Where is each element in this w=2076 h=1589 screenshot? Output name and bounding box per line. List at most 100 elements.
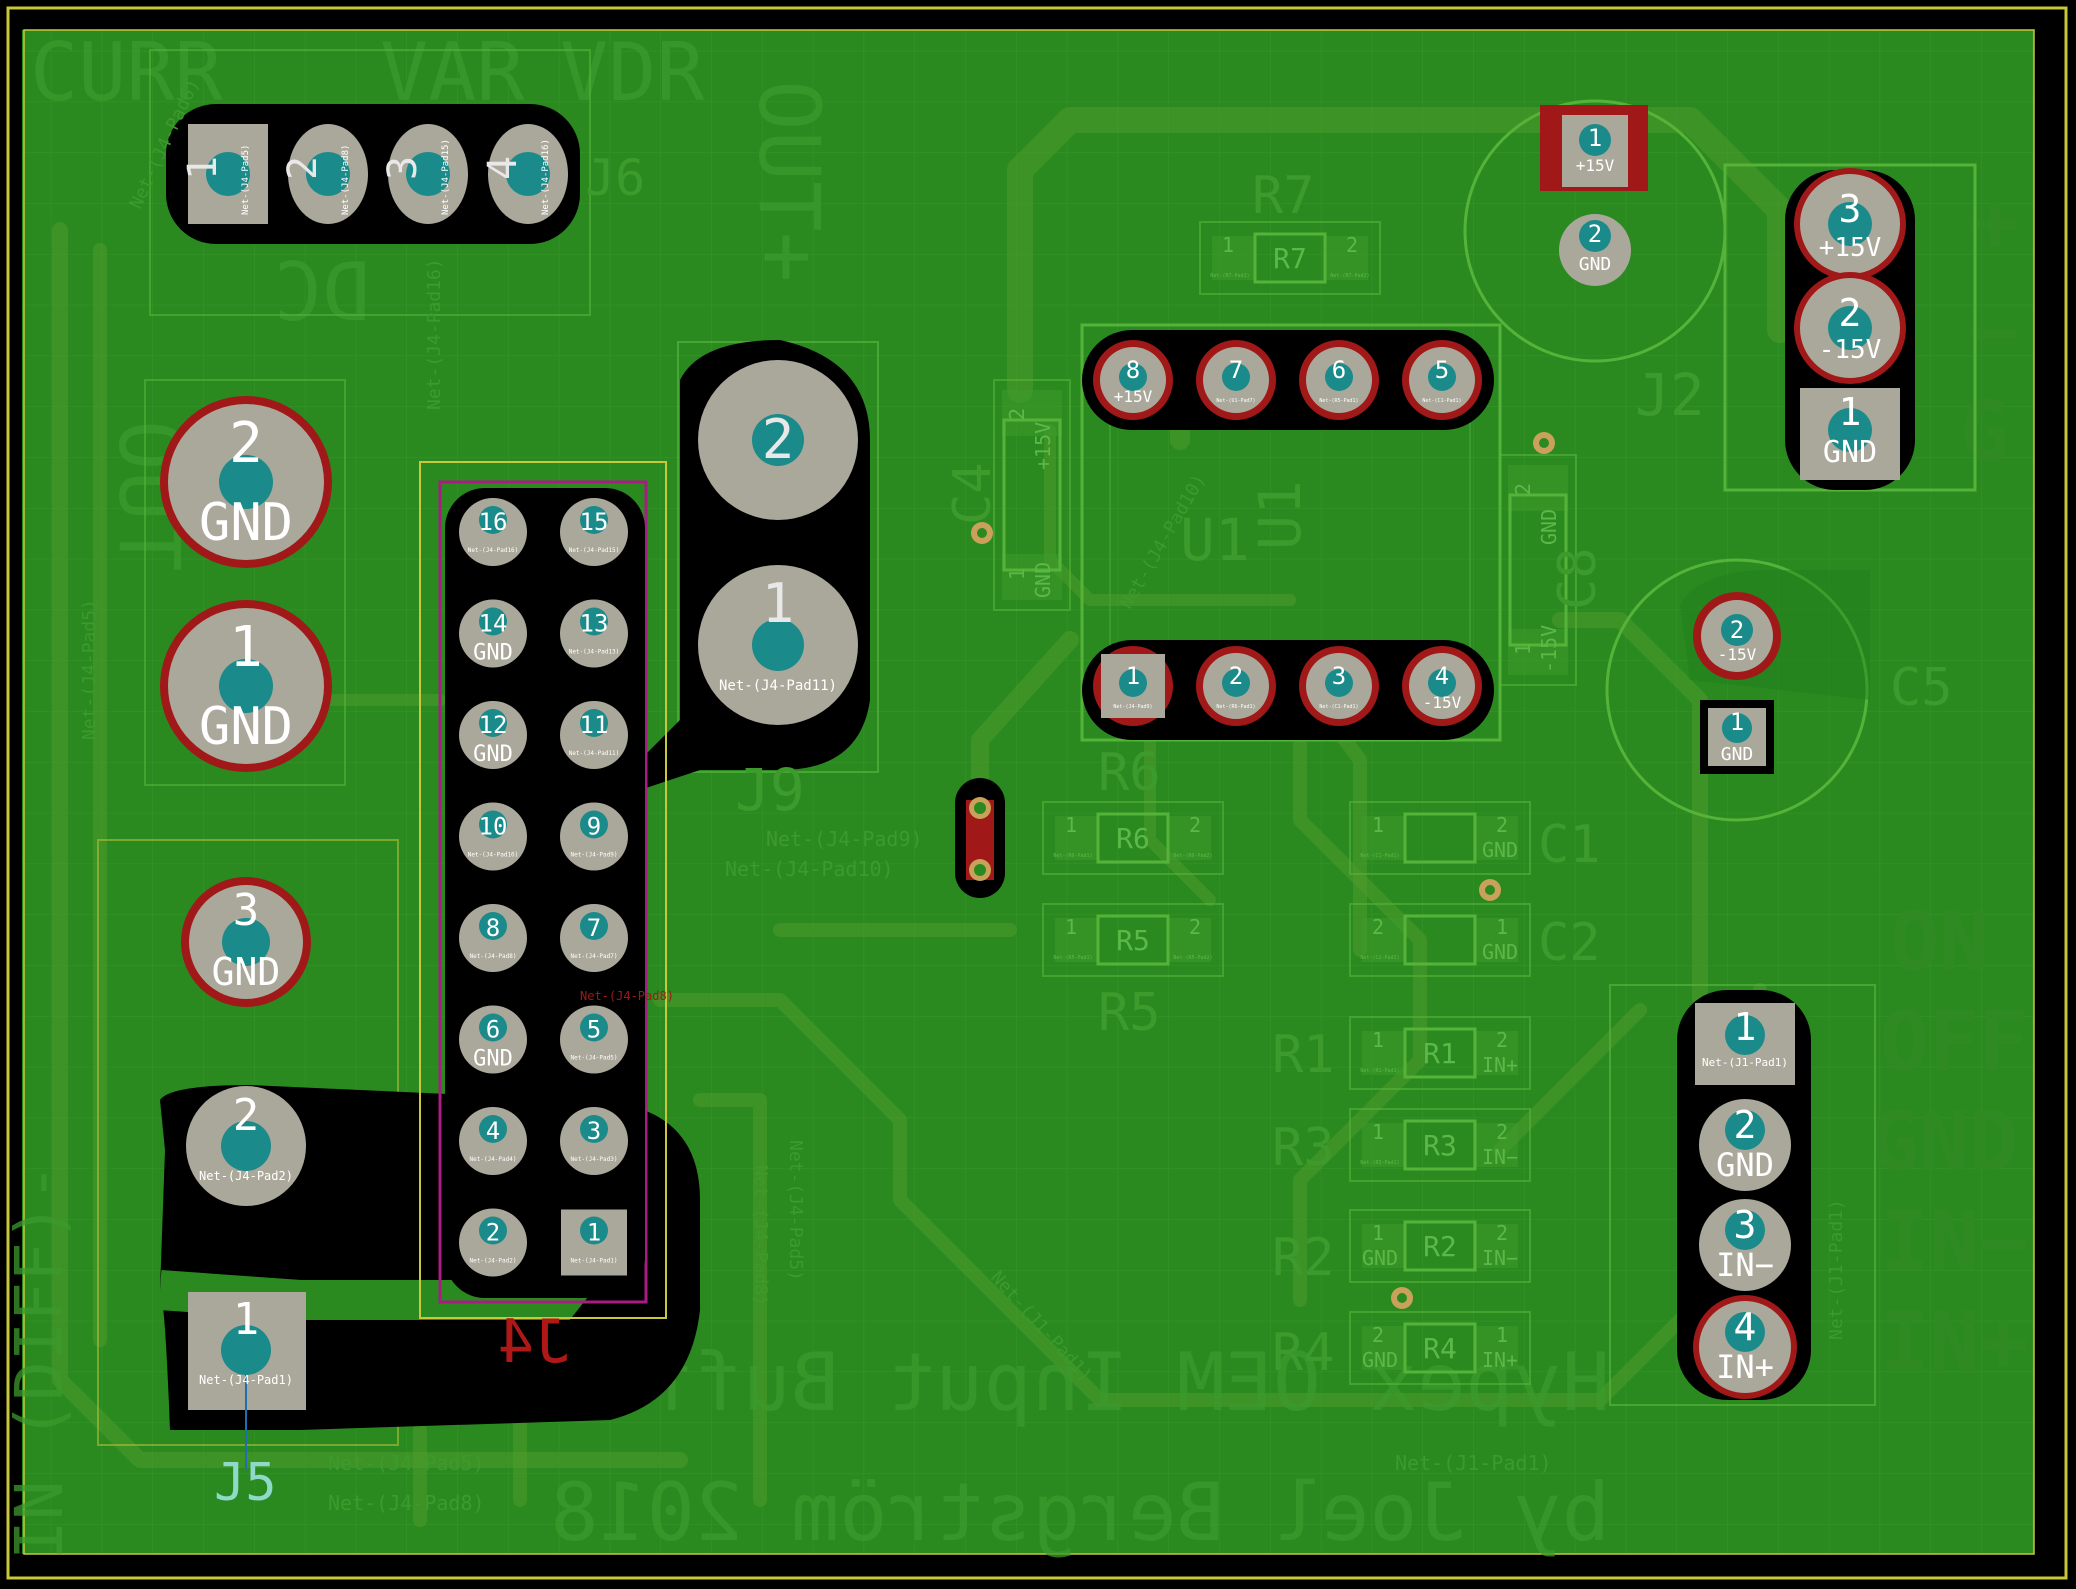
smd-pad2: 2 [1496, 1120, 1508, 1144]
j1-pad1-num: 1 [1734, 1005, 1757, 1049]
j5-connector[interactable]: 3 GND 2 Net-(J4-Pad2) 1 Net-(J4-Pad1) J5… [97, 839, 700, 1515]
c8-ref: C8 [1548, 547, 1608, 610]
net-j4-pad8-diag: Net-(J4-Pad8) [580, 989, 674, 1003]
j2-pad1-num: 1 [1839, 390, 1862, 434]
smd-pad2: 1 [1496, 915, 1508, 939]
left-terminal-block[interactable]: 2 GND 1 GND [144, 379, 346, 786]
j4-pad-net: Net-(J4-Pad3) [571, 1156, 618, 1163]
j4-pad-num: 6 [486, 1016, 500, 1044]
j9-pad1-net: Net-(J4-Pad11) [719, 678, 837, 694]
cap-top-electrolytic[interactable]: 1 +15V 2 GND [1463, 99, 1727, 363]
smd-net2: IN+ [1482, 1348, 1518, 1372]
left-pad2-net: GND [199, 493, 293, 553]
smd-pad2: 2 [1005, 408, 1029, 420]
u1-pad-8[interactable]: 8+15V [1093, 340, 1173, 420]
j4-pad-net: Net-(J4-Pad16) [468, 547, 519, 554]
j6-pad2-num: 2 [280, 156, 326, 180]
j5-pad2-net: Net-(J4-Pad2) [199, 1169, 293, 1183]
j4-header[interactable]: 16Net-(J4-Pad16)15Net-(J4-Pad15)14GND13N… [79, 461, 1210, 1377]
smd-pad1: 1 [1065, 915, 1077, 939]
smd-pad1: 1 [1372, 1120, 1384, 1144]
j4-pad-num: 5 [587, 1016, 601, 1044]
u1-pad-net: Net-(R5-Pad1) [1319, 398, 1358, 404]
j4-pad-net: Net-(J4-Pad5) [571, 1055, 618, 1062]
r3-ref: R3 [1272, 1118, 1335, 1178]
u1-pad-4[interactable]: 4-15V [1402, 646, 1482, 726]
svg-text:−: − [1970, 285, 2019, 380]
j1-pad1-net: Net-(J1-Pad1) [1702, 1056, 1788, 1069]
smd-pad1: 1 [1005, 568, 1029, 580]
j6-ref: J6 [585, 149, 645, 207]
j4-pad-num: 8 [486, 914, 500, 942]
smd-net1: GND [1362, 1348, 1398, 1372]
j9-ref: J9 [735, 756, 805, 824]
u1-pad-net: Net-(R6-Pad1) [1216, 704, 1255, 710]
j2-connector[interactable]: 3 +15V 2 -15V 1 GND J2 [1635, 163, 1977, 492]
j9-connector[interactable]: 2 1 Net-(J4-Pad11) J9 [640, 340, 879, 824]
j1-pad2-net: GND [1716, 1146, 1774, 1184]
j4-pad-net: Net-(J4-Pad2) [470, 1258, 517, 1265]
j4-pad-num: 3 [587, 1117, 601, 1145]
net-j4-pad9: Net-(J4-Pad9) [766, 827, 923, 851]
j2-pad3-net: +15V [1819, 233, 1882, 263]
u1-ref-b: U1 [1246, 480, 1314, 550]
smd-pad2: 2 [1496, 813, 1508, 837]
c5-pad2-net: -15V [1718, 645, 1757, 664]
title-line1: Hypex OEM Input Buffer [550, 1336, 1610, 1429]
r2-ref: R2 [1272, 1228, 1335, 1288]
smd-pad2: 2 [1346, 233, 1358, 257]
smd-name: R2 [1423, 1230, 1457, 1263]
smd-net1: GND [1362, 1246, 1398, 1270]
j6-connector[interactable]: 1 2 3 4 Net-(J4-Pad5) Net-(J4-Pad8) Net-… [125, 49, 645, 410]
c5-electrolytic[interactable]: 2 -15V 1 GND C5 [1605, 530, 1953, 822]
net-j4-pad5-vert: Net-(J4-Pad5) [785, 1140, 806, 1281]
j1-pad2-num: 2 [1734, 1103, 1757, 1147]
silk-out-plus: OUT+ [740, 80, 838, 282]
c2-ref: C2 [1538, 913, 1601, 973]
j1-pad4-num: 4 [1734, 1305, 1757, 1349]
j4-pad-net: Net-(J4-Pad9) [571, 852, 618, 859]
net-j1-pad1-vert: Net-(J1-Pad1) [1826, 1199, 1847, 1340]
r6-ref: R6 [1098, 743, 1161, 803]
j6-pad4-num: 4 [480, 156, 526, 180]
smd-net1: Net-(C1-Pad1) [1360, 853, 1399, 859]
bottom-silk-text: Hypex OEM Input Buffer by Joel Bergström… [1, 26, 1610, 1560]
net-j4-pad8-bottom: Net-(J4-Pad8) [328, 1491, 485, 1515]
